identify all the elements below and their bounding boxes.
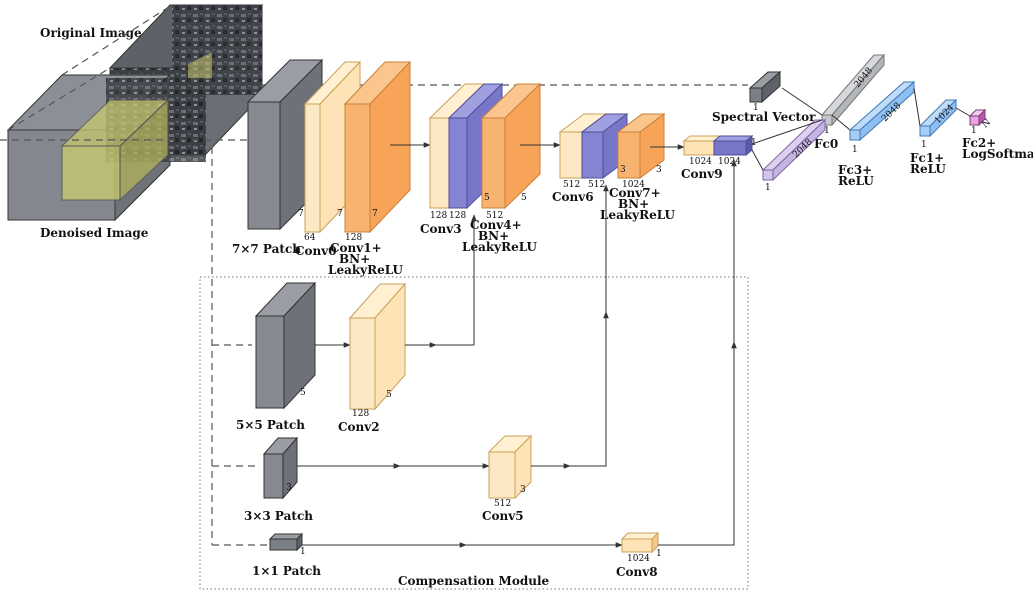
patch3-k: 3 bbox=[286, 483, 292, 493]
denoised-image-label: Denoised Image bbox=[40, 226, 149, 240]
conv9-block bbox=[682, 134, 754, 157]
patch5-block bbox=[254, 281, 317, 410]
conv7-label: Conv7+ BN+ LeakyReLU bbox=[600, 186, 676, 222]
conv2-label: Conv2 bbox=[338, 420, 380, 434]
fc3-label: Fc3+ ReLU bbox=[838, 163, 876, 188]
conv4-ch: 512 bbox=[486, 211, 503, 221]
conv8-ch: 1024 bbox=[627, 554, 650, 564]
conv6-ch-b: 512 bbox=[588, 180, 605, 190]
conv1-block bbox=[343, 60, 412, 234]
conv6-block bbox=[558, 113, 629, 179]
fc0-dim: 1 bbox=[824, 126, 830, 136]
edge-conv5-conv7 bbox=[531, 184, 609, 467]
edge-conv9-fc0 bbox=[751, 119, 823, 145]
compensation-module-box bbox=[199, 276, 749, 590]
conv4-k: 5 bbox=[484, 193, 490, 203]
conv4-label: Conv4+ BN+ LeakyReLU bbox=[462, 218, 538, 254]
fc3-block bbox=[848, 80, 916, 142]
fc2-label-line2: LogSoftmax bbox=[962, 147, 1033, 161]
patch3-label: 3×3 Patch bbox=[244, 509, 313, 523]
fc3-label-line2: ReLU bbox=[838, 174, 874, 188]
conv3-ch-a: 128 bbox=[430, 211, 447, 221]
fc1-dim: 1 bbox=[921, 140, 927, 150]
conv7-k: 3 bbox=[620, 165, 626, 175]
fc2-dim: 1 bbox=[971, 126, 977, 136]
edge-fc0-fc3 bbox=[831, 114, 851, 131]
conv3-block bbox=[428, 82, 504, 210]
patch5-k: 5 bbox=[300, 388, 306, 398]
conv4-label-line3: LeakyReLU bbox=[462, 240, 538, 254]
edge-fc1-fc2 bbox=[955, 107, 971, 117]
conv1-label: Conv1+ BN+ LeakyReLU bbox=[328, 241, 404, 277]
dashed-links bbox=[0, 4, 748, 546]
fc3-label-line1: Fc3+ bbox=[838, 163, 872, 177]
conv7-block bbox=[616, 113, 666, 179]
conv5-label: Conv5 bbox=[482, 509, 524, 523]
conv0-label: Conv0 bbox=[295, 244, 337, 258]
conv5-block bbox=[487, 434, 533, 500]
conv1b-k: 7 bbox=[372, 209, 378, 219]
fc1-block bbox=[918, 98, 958, 138]
fc3-dim: 1 bbox=[852, 145, 858, 155]
conv7-label-line1: Conv7+ bbox=[609, 186, 661, 200]
conv6-ch-a: 512 bbox=[563, 180, 580, 190]
conv9-ch-b: 1024 bbox=[718, 157, 741, 167]
patch1-k: 1 bbox=[300, 547, 306, 557]
conv4b-k: 5 bbox=[521, 193, 527, 203]
denoised-image-cube bbox=[6, 73, 206, 222]
conv1-k: 7 bbox=[337, 209, 343, 219]
conv7-label-line2: BN+ bbox=[618, 197, 649, 211]
conv8-block bbox=[620, 531, 660, 554]
edge-conv9-purple bbox=[751, 149, 764, 171]
conv9-ch-a: 1024 bbox=[689, 157, 712, 167]
conv9-vector-block bbox=[761, 118, 827, 182]
conv9-vector-dim: 1 bbox=[765, 183, 771, 193]
conv5-k: 3 bbox=[520, 485, 526, 495]
conv1-label-line2: BN+ bbox=[339, 252, 370, 266]
conv0-ch: 64 bbox=[304, 233, 316, 243]
patch1-block bbox=[268, 532, 304, 552]
conv0-k: 7 bbox=[298, 209, 304, 219]
fc1-label: Fc1+ ReLU bbox=[910, 151, 948, 176]
conv3-ch-b: 128 bbox=[449, 211, 466, 221]
conv4-label-line2: BN+ bbox=[478, 229, 509, 243]
conv8-label: Conv8 bbox=[616, 565, 658, 579]
conv7-label-line3: LeakyReLU bbox=[600, 208, 676, 222]
fc2-label-line1: Fc2+ bbox=[962, 136, 996, 150]
spectral-vector-dim: 1 bbox=[753, 103, 759, 113]
conv2-k: 5 bbox=[386, 390, 392, 400]
original-image-label: Original Image bbox=[40, 26, 142, 40]
conv6-label: Conv6 bbox=[552, 190, 594, 204]
fc2-label: Fc2+ LogSoftmax bbox=[962, 136, 1033, 161]
fc1-label-line1: Fc1+ bbox=[910, 151, 944, 165]
compensation-module-label: Compensation Module bbox=[398, 574, 550, 588]
fc2-block bbox=[968, 108, 987, 127]
conv7-ch: 1024 bbox=[622, 180, 645, 190]
fc0-label: Fc0 bbox=[814, 137, 838, 151]
patch5-label: 5×5 Patch bbox=[236, 418, 305, 432]
conv9-label: Conv9 bbox=[681, 167, 723, 181]
edge-fc3-fc1 bbox=[913, 87, 921, 127]
conv2-block bbox=[348, 282, 407, 411]
conv1-label-line1: Conv1+ bbox=[330, 241, 382, 255]
edge-conv8-conv9 bbox=[658, 159, 737, 546]
conv1-label-line3: LeakyReLU bbox=[328, 263, 404, 277]
edge-spectral-fc0 bbox=[781, 87, 823, 116]
fc1-label-line2: ReLU bbox=[910, 162, 946, 176]
conv8-k: 1 bbox=[656, 549, 662, 559]
spectral-vector-label: Spectral Vector bbox=[712, 110, 816, 124]
conv7b-k: 3 bbox=[656, 165, 662, 175]
conv1-ch: 128 bbox=[345, 233, 362, 243]
patch3-block bbox=[262, 436, 299, 500]
conv3-label: Conv3 bbox=[420, 222, 462, 236]
patch1-label: 1×1 Patch bbox=[252, 564, 321, 578]
conv4-block bbox=[480, 82, 542, 210]
patch7-label: 7×7 Patch bbox=[232, 242, 301, 256]
conv2-ch: 128 bbox=[352, 409, 369, 419]
spectral-vector-block bbox=[748, 70, 782, 104]
conv5-ch: 512 bbox=[494, 499, 511, 509]
